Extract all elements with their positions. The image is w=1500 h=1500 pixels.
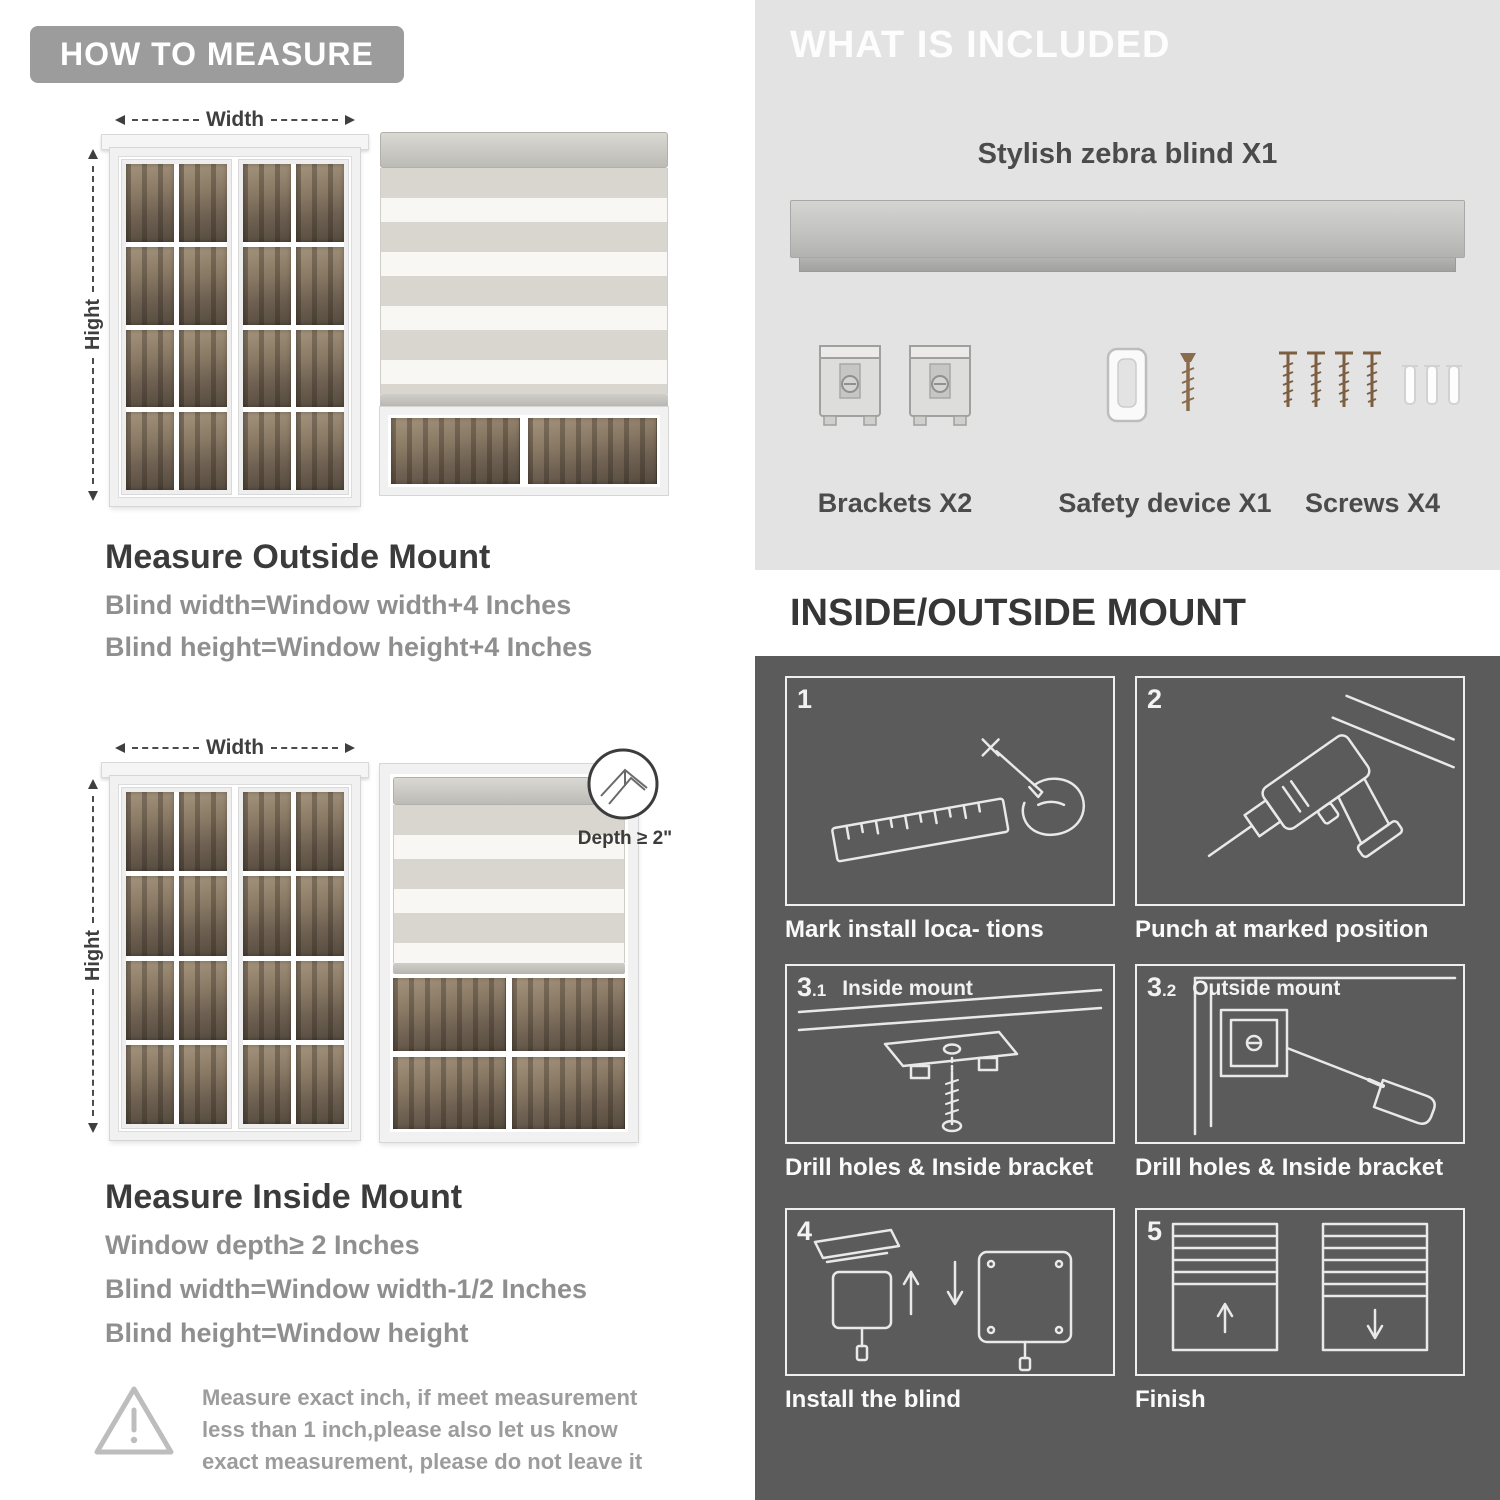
screws-label: Screws X4 [1304,488,1441,518]
install-blind-art [813,1228,1073,1372]
arrow-down-icon [88,491,98,506]
mount-step: 3 .1 Inside mount [785,964,1115,1182]
step-panel: 5 [1135,1208,1465,1376]
step-caption: Drill holes & Inside bracket [785,1154,1094,1181]
window-illustration [101,134,369,507]
inside-mount-figure: Width Hight [80,728,725,1152]
finish-art [1171,1222,1429,1352]
warning-text: Measure exact inch, if meet measurement … [202,1385,643,1474]
inside-bracket-art [797,988,1103,1133]
step-caption: Finish [1135,1386,1206,1413]
arrow-right-icon [345,115,360,125]
inside-depth-rule: Window depth≥ 2 Inches [105,1230,420,1260]
width-label: Width [205,108,265,131]
measurement-warning: Measure exact inch, if meet measurement … [92,1382,672,1478]
arrow-left-icon [110,743,125,753]
window-peek [393,974,625,1129]
how-to-measure-section: HOW TO MEASURE Width Hight [0,0,740,1500]
step-caption: Mark install loca- tions [785,916,1044,943]
window-illustration [101,762,369,1141]
screws-anchors-icon [1277,351,1463,409]
drill-art [1207,694,1455,859]
mount-header-band: INSIDE/OUTSIDE MOUNT [755,570,1500,656]
height-label: Hight [81,299,104,351]
right-column: WHAT IS INCLUDED Stylish zebra blind X1 [755,0,1500,1500]
window-peek [379,406,669,496]
width-label: Width [205,736,265,759]
step-panel: 3 .1 Inside mount [785,964,1115,1144]
depth-label: Depth ≥ 2" [577,828,673,849]
step-number: 2 [1147,684,1163,714]
outside-width-rule: Blind width=Window width+4 Inches [105,590,572,620]
bracket-icon [819,345,971,426]
outside-height-rule: Blind height=Window height+4 Inches [105,632,593,662]
arrow-left-icon [110,115,125,125]
safety-device-label: Safety device X1 [1058,488,1272,518]
warning-triangle-icon [94,1386,174,1455]
mount-step: 2 [1135,676,1465,944]
mount-step: 5 [1135,1208,1465,1414]
height-arrow: Hight [82,144,104,506]
arrow-up-icon [88,774,98,789]
outside-bracket-art [1193,976,1457,1136]
inside-width-rule: Blind width=Window width-1/2 Inches [105,1274,588,1304]
depth-corner-icon [587,748,659,820]
inside-height-rule: Blind height=Window height [105,1318,469,1348]
step-number: 3 [797,972,813,1002]
mount-steps-section: 1 [755,656,1500,1500]
arrow-right-icon [345,743,360,753]
height-label: Hight [81,930,104,982]
arrow-down-icon [88,1123,98,1138]
outside-mount-title: Measure Outside Mount [105,538,491,576]
inside-mounted-blind-illustration [379,763,639,1143]
mount-step: 4 [785,1208,1115,1414]
step-caption: Punch at marked position [1135,916,1429,943]
step-number: 4 [797,1216,813,1246]
step-panel: 3 .2 Outside mount [1135,964,1465,1144]
arrow-up-icon [88,144,98,159]
step-caption: Install the blind [785,1386,962,1413]
mount-step: 1 [785,676,1115,944]
inside-mount-title: Measure Inside Mount [105,1178,463,1216]
step-caption: Drill holes & Inside bracket [1135,1154,1444,1181]
mark-locations-art [831,738,1086,863]
safety-device-icon [1106,347,1196,423]
step-number: 3 [1147,972,1163,1002]
width-arrow: Width [110,108,360,132]
headrail-image [790,200,1465,272]
mount-header: INSIDE/OUTSIDE MOUNT [790,592,1247,634]
mount-step: 3 .2 Outside mount [1135,964,1465,1182]
step-panel: 1 [785,676,1115,906]
height-arrow: Hight [82,774,104,1138]
included-header: WHAT IS INCLUDED [790,24,1171,66]
step-panel: 2 [1135,676,1465,906]
step-panel: 4 [785,1208,1115,1376]
zebra-blind-illustration [379,132,669,496]
brackets-label: Brackets X2 [817,488,973,518]
how-to-measure-header: HOW TO MEASURE [30,26,404,83]
width-arrow: Width [110,736,360,760]
depth-callout: Depth ≥ 2" [578,746,745,849]
outside-mount-figure: Width Hight [80,108,700,512]
what-is-included-section: WHAT IS INCLUDED Stylish zebra blind X1 [755,0,1500,570]
blind-title: Stylish zebra blind X1 [977,138,1278,170]
step-number: 1 [797,684,813,714]
step-number: 5 [1147,1216,1163,1246]
